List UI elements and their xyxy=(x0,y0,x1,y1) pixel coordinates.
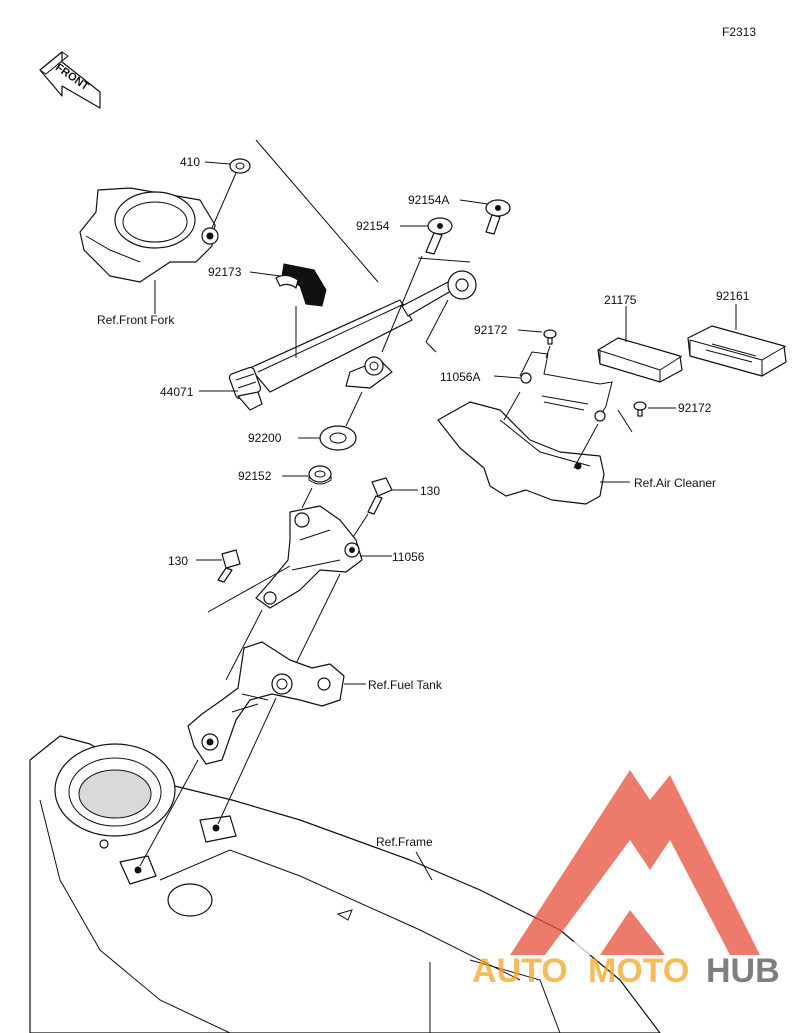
screw-92172-right xyxy=(633,401,647,417)
figure-code: F2313 xyxy=(722,25,756,39)
bracket-11056A xyxy=(519,351,613,422)
holder-92161 xyxy=(687,325,787,377)
label-21175: 21175 xyxy=(604,293,637,307)
label-11056A: 11056A xyxy=(440,370,480,384)
screw-92172-top xyxy=(543,329,557,345)
fuel-tank-mount xyxy=(187,641,345,765)
front-arrow-icon: FRONT xyxy=(39,51,101,109)
watermark-auto: AUTO xyxy=(472,952,568,990)
label-92172-right: 92172 xyxy=(678,401,712,415)
washer-410 xyxy=(229,158,251,174)
label-44071: 44071 xyxy=(160,385,194,399)
watermark-logo: AUTO MOTO HUB xyxy=(472,770,780,990)
label-92154: 92154 xyxy=(356,219,390,233)
ref-air-cleaner: Ref.Air Cleaner xyxy=(634,476,716,490)
ref-frame: Ref.Frame xyxy=(376,835,433,849)
frame xyxy=(29,735,661,1033)
ref-front-fork: Ref.Front Fork xyxy=(97,313,175,327)
ref-fuel-tank: Ref.Fuel Tank xyxy=(368,678,443,692)
front-fork-clamp xyxy=(79,187,219,283)
clip-92173 xyxy=(275,263,327,307)
label-92152: 92152 xyxy=(238,469,272,483)
steering-damper-44071 xyxy=(228,270,477,411)
label-92161: 92161 xyxy=(716,289,750,303)
label-92154A: 92154A xyxy=(408,193,449,207)
grommet-92200 xyxy=(319,425,357,451)
bolt-130-top xyxy=(367,477,393,515)
bracket-11056 xyxy=(255,505,363,609)
air-cleaner-duct xyxy=(437,401,605,505)
unit-21175 xyxy=(597,337,683,383)
label-92200: 92200 xyxy=(248,431,282,445)
bolt-92154A xyxy=(485,199,511,235)
label-92172-top: 92172 xyxy=(474,323,508,337)
label-11056: 11056 xyxy=(392,550,425,564)
watermark-moto: MOTO xyxy=(588,952,689,990)
label-130-top: 130 xyxy=(420,484,440,498)
watermark-hub: HUB xyxy=(706,952,780,990)
label-92173: 92173 xyxy=(208,265,242,279)
bolt-92154 xyxy=(425,217,453,255)
bolt-130-left xyxy=(217,549,241,583)
label-130-left: 130 xyxy=(168,554,188,568)
label-410: 410 xyxy=(180,155,200,169)
collar-92152 xyxy=(308,465,332,485)
